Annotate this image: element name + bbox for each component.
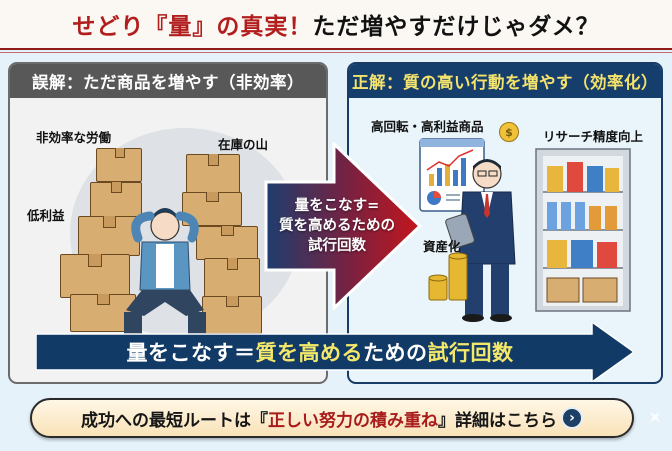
messy-inventory-illustration [10, 98, 326, 382]
stressed-person-icon [124, 208, 206, 334]
label-low-profit: 低利益 [27, 208, 65, 223]
banner-highlight: 質を高める [255, 341, 363, 365]
correct-approach-title: 正解：質の高い行動を増やす（効率化） [349, 64, 661, 98]
label-assetization: 資産化 [423, 239, 461, 254]
dollar-coin-icon: $ [499, 122, 519, 142]
label-inefficient-labor: 非効率な労働 [36, 130, 112, 145]
banner-highlight: 試行回数 [427, 341, 514, 365]
coin-stack-icon [428, 252, 468, 301]
center-arrow-text: 量をこなす= 質を高めるための 試行回数 [272, 196, 402, 256]
product-shelf-icon [535, 148, 631, 312]
center-arrow-line: 量をこなす= [294, 198, 380, 214]
banner-part: ための [363, 341, 428, 365]
details-cta-button[interactable]: 成功への最短ルートは『 正しい努力の積み重ね 』詳細はこちら › [30, 398, 634, 438]
title-highlight: せどり『量』の真実！ [72, 14, 313, 40]
cardboard-box-icon [78, 216, 140, 256]
efficient-business-illustration: $ [349, 98, 661, 382]
banner-arrow-icon [36, 322, 634, 382]
businessman-icon [445, 159, 516, 322]
center-arrow-line: 質を高めるための [279, 218, 395, 234]
misconception-title: 誤解：ただ商品を増やす（非効率） [10, 64, 326, 98]
title-main: ただ増やすだけじゃダメ？ [312, 14, 600, 40]
banner-part: 量をこなす＝ [126, 341, 256, 365]
center-arrow-line: 試行回数 [308, 238, 366, 254]
cardboard-box-icon [96, 148, 142, 182]
cardboard-box-icon [186, 154, 240, 194]
label-inventory-pile: 在庫の山 [218, 137, 269, 152]
banner-message: 量をこなす＝ 質を高める ための 試行回数 [60, 332, 580, 372]
correct-approach-panel: 正解：質の高い行動を増やす（効率化） $ [347, 62, 663, 384]
open-box-icon [204, 258, 260, 298]
cta-text: 』詳細はこちら [438, 410, 557, 431]
label-high-turnover: 高回転・高利益商品 [371, 119, 484, 134]
cta-text: 成功への最短ルートは『 [81, 410, 268, 431]
label-research-accuracy: リサーチ精度向上 [543, 129, 644, 144]
cta-accent-text: 正しい努力の積み重ね [268, 410, 438, 431]
page-header: せどり『量』の真実！ ただ増やすだけじゃダメ？ [0, 0, 672, 53]
center-arrow-icon [264, 142, 422, 310]
chevron-right-icon[interactable]: › [561, 407, 583, 429]
sparkle-icon [645, 407, 665, 427]
open-box-icon [60, 254, 130, 298]
